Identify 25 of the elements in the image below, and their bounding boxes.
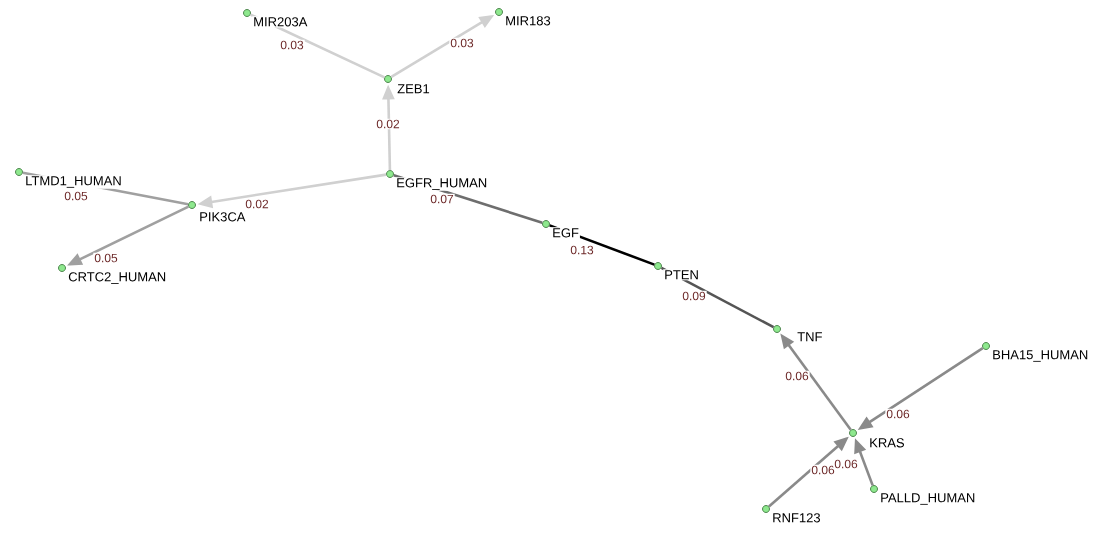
edge-label: 0.07 (429, 193, 455, 205)
node-label: CRTC2_HUMAN (67, 271, 168, 285)
node-label: PTEN (663, 269, 700, 281)
node-label: PIK3CA (198, 211, 247, 223)
node-label: BHA15_HUMAN (991, 349, 1090, 363)
edge-label: 0.02 (244, 198, 270, 210)
node-label: KRAS (868, 437, 906, 449)
node-label: PALLD_HUMAN (879, 492, 977, 506)
edge-label: 0.06 (784, 370, 810, 382)
node-label: LTMD1_HUMAN (24, 175, 123, 189)
node-label: EGF (551, 227, 580, 239)
edge-label: 0.05 (93, 252, 119, 264)
edge-label: 0.06 (885, 408, 911, 420)
node-label: MIR203A (252, 16, 309, 28)
node-label: TNF (796, 331, 824, 343)
edge-label: 0.13 (569, 244, 595, 256)
node-label: RNF123 (771, 512, 822, 524)
edge-label: 0.02 (375, 118, 401, 130)
edge-label: 0.03 (449, 37, 475, 49)
edge-label: 0.05 (63, 190, 89, 202)
edge-label: 0.09 (681, 290, 707, 302)
node-label: ZEB1 (396, 83, 431, 95)
node-label: MIR183 (504, 15, 552, 27)
edge-label: 0.03 (279, 39, 305, 51)
node-label: EGFR_HUMAN (395, 177, 489, 191)
